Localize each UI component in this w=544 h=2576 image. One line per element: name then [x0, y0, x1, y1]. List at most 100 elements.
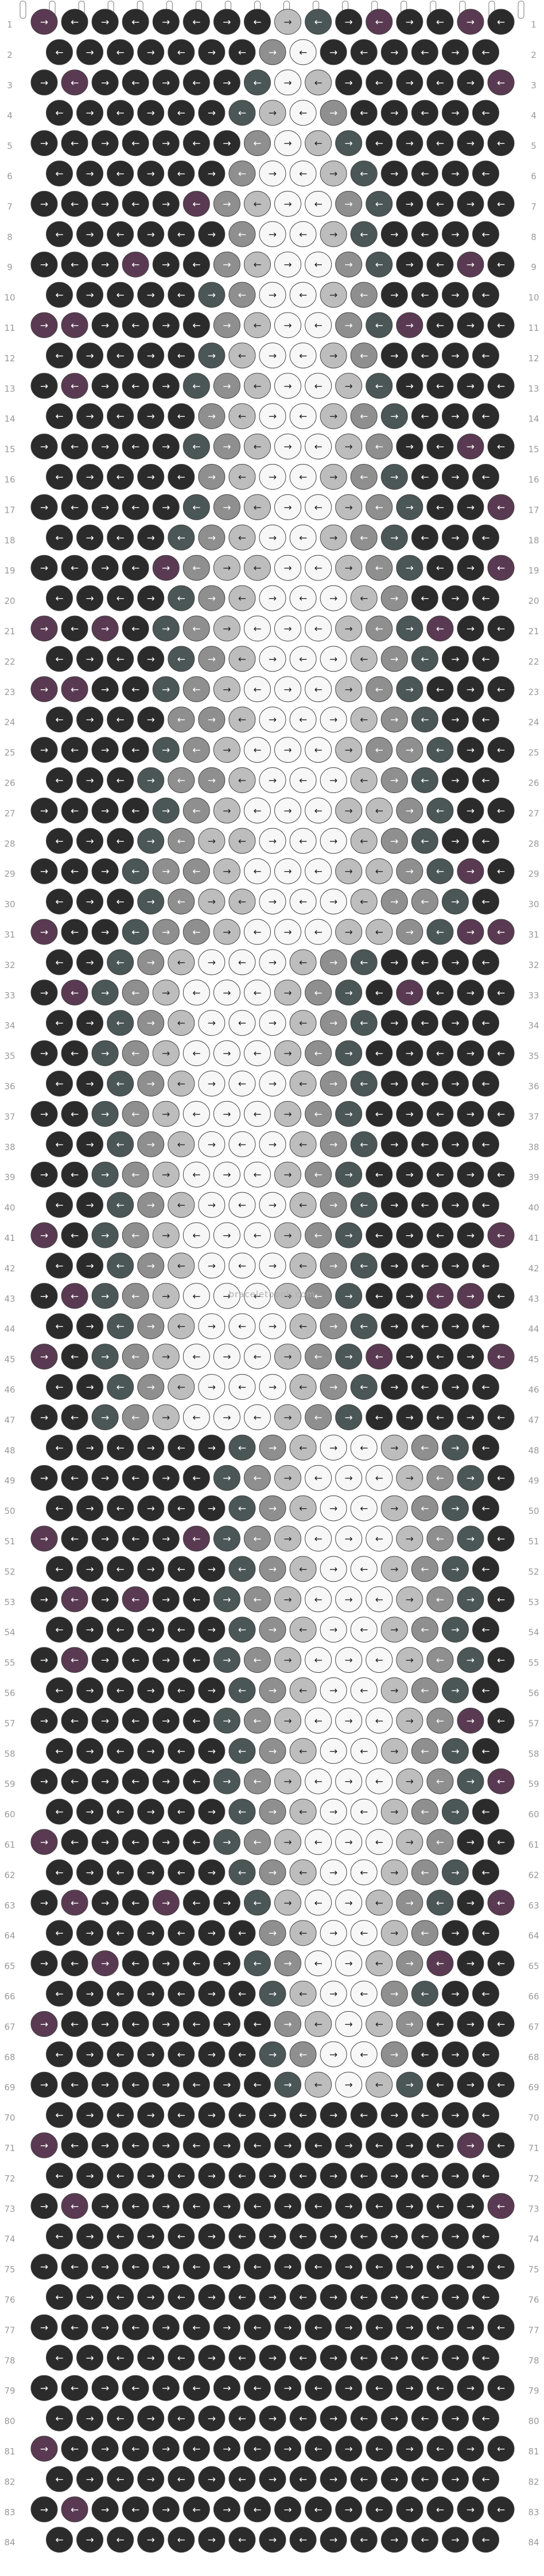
knot-circle	[350, 282, 378, 308]
arrow-right-icon: →	[40, 1230, 48, 1242]
knot-circle	[426, 69, 454, 96]
arrow-right-icon: →	[390, 2352, 398, 2364]
knot: →	[335, 312, 363, 338]
arrow-left-icon: ←	[116, 654, 125, 665]
knot: →	[320, 707, 347, 733]
arrow-left-icon: ←	[436, 2019, 444, 2030]
knot: ←	[107, 2041, 134, 2067]
knot: →	[441, 1981, 469, 2007]
knot: →	[76, 403, 104, 430]
knot: ←	[228, 646, 256, 672]
knot: ←	[46, 1920, 73, 1946]
arrow-left-icon: ←	[481, 1989, 489, 2000]
knot-circle	[411, 646, 438, 672]
knot: →	[396, 2011, 423, 2037]
arrow-left-icon: ←	[299, 2110, 307, 2121]
arrow-left-icon: ←	[360, 229, 368, 240]
knot: →	[274, 1890, 302, 1916]
knot: →	[152, 1283, 180, 1309]
knot: ←	[182, 2314, 210, 2340]
arrow-left-icon: ←	[421, 1625, 429, 1636]
knot-circle	[366, 797, 393, 823]
knot: →	[320, 403, 347, 430]
arrow-right-icon: →	[451, 47, 459, 58]
knot: ←	[46, 1313, 73, 1340]
knot: →	[396, 1040, 423, 1067]
arrow-left-icon: ←	[299, 836, 307, 847]
arrow-left-icon: ←	[436, 1048, 444, 1060]
knot: →	[198, 1617, 226, 1643]
knot: ←	[411, 342, 438, 369]
arrow-left-icon: ←	[71, 2079, 79, 2091]
knot: ←	[472, 2041, 499, 2067]
knot: ←	[426, 1525, 454, 1552]
knot: ←	[289, 707, 317, 733]
knot: ←	[46, 2405, 73, 2431]
knot: →	[91, 2496, 119, 2523]
knot: ←	[107, 828, 134, 854]
knot: ←	[243, 251, 271, 278]
knot: ←	[366, 919, 393, 945]
knot-circle	[46, 646, 73, 672]
row-number: 46	[4, 1385, 15, 1395]
arrow-left-icon: ←	[131, 1291, 139, 1302]
knot: ←	[61, 1344, 88, 1370]
knot: ←	[228, 403, 256, 430]
knot-circle	[61, 251, 88, 278]
knot: →	[320, 1981, 347, 2007]
knot-circle	[122, 615, 149, 642]
knot: ←	[61, 1040, 88, 1067]
knot: →	[152, 1829, 180, 1855]
arrow-left-icon: ←	[131, 17, 139, 28]
knot-circle	[487, 312, 515, 338]
knot: →	[76, 1374, 104, 1400]
arrow-left-icon: ←	[192, 2079, 200, 2091]
arrow-right-icon: →	[101, 2201, 109, 2212]
arrow-right-icon: →	[86, 2049, 94, 2060]
knot: ←	[243, 2193, 271, 2219]
arrow-left-icon: ←	[238, 290, 246, 301]
knot-circle	[61, 69, 88, 96]
arrow-right-icon: →	[208, 1079, 216, 1090]
arrow-left-icon: ←	[299, 1928, 307, 1939]
knot: →	[396, 2193, 423, 2219]
arrow-left-icon: ←	[421, 350, 429, 362]
knot: →	[137, 161, 165, 186]
knot-circle	[441, 39, 469, 65]
knot: ←	[350, 1071, 378, 1096]
arrow-right-icon: →	[86, 2535, 94, 2546]
arrow-left-icon: ←	[314, 2140, 322, 2152]
knot-circle	[122, 251, 149, 278]
knot: ←	[122, 979, 149, 1006]
arrow-left-icon: ←	[131, 2140, 139, 2152]
knot: →	[396, 2254, 423, 2280]
knot: →	[198, 2223, 226, 2250]
knot: ←	[289, 888, 317, 915]
row-numbers-right: 1234567891011121314151617181920212223242…	[528, 19, 539, 2548]
knot: →	[198, 2102, 226, 2128]
knot: →	[137, 1252, 165, 1279]
arrow-right-icon: →	[162, 623, 170, 635]
knot: ←	[487, 1465, 515, 1491]
knot: →	[274, 9, 302, 35]
knot: →	[274, 1829, 302, 1855]
arrow-left-icon: ←	[177, 2110, 185, 2121]
row-number: 4	[531, 111, 537, 121]
arrow-right-icon: →	[40, 259, 48, 271]
arrow-left-icon: ←	[238, 1625, 246, 1636]
knot-circle	[168, 585, 195, 611]
knot: ←	[305, 2132, 332, 2159]
knot: →	[91, 1465, 119, 1491]
arrow-right-icon: →	[451, 2535, 459, 2546]
knot: ←	[107, 1617, 134, 1643]
knot: →	[76, 707, 104, 733]
knot: →	[396, 2071, 423, 2098]
knot: →	[335, 1525, 363, 1552]
arrow-left-icon: ←	[360, 290, 368, 301]
knot: →	[30, 312, 58, 338]
knot: ←	[122, 130, 149, 157]
arrow-right-icon: →	[406, 381, 414, 392]
knot: →	[30, 2436, 58, 2462]
arrow-left-icon: ←	[238, 715, 246, 726]
arrow-left-icon: ←	[314, 623, 322, 635]
